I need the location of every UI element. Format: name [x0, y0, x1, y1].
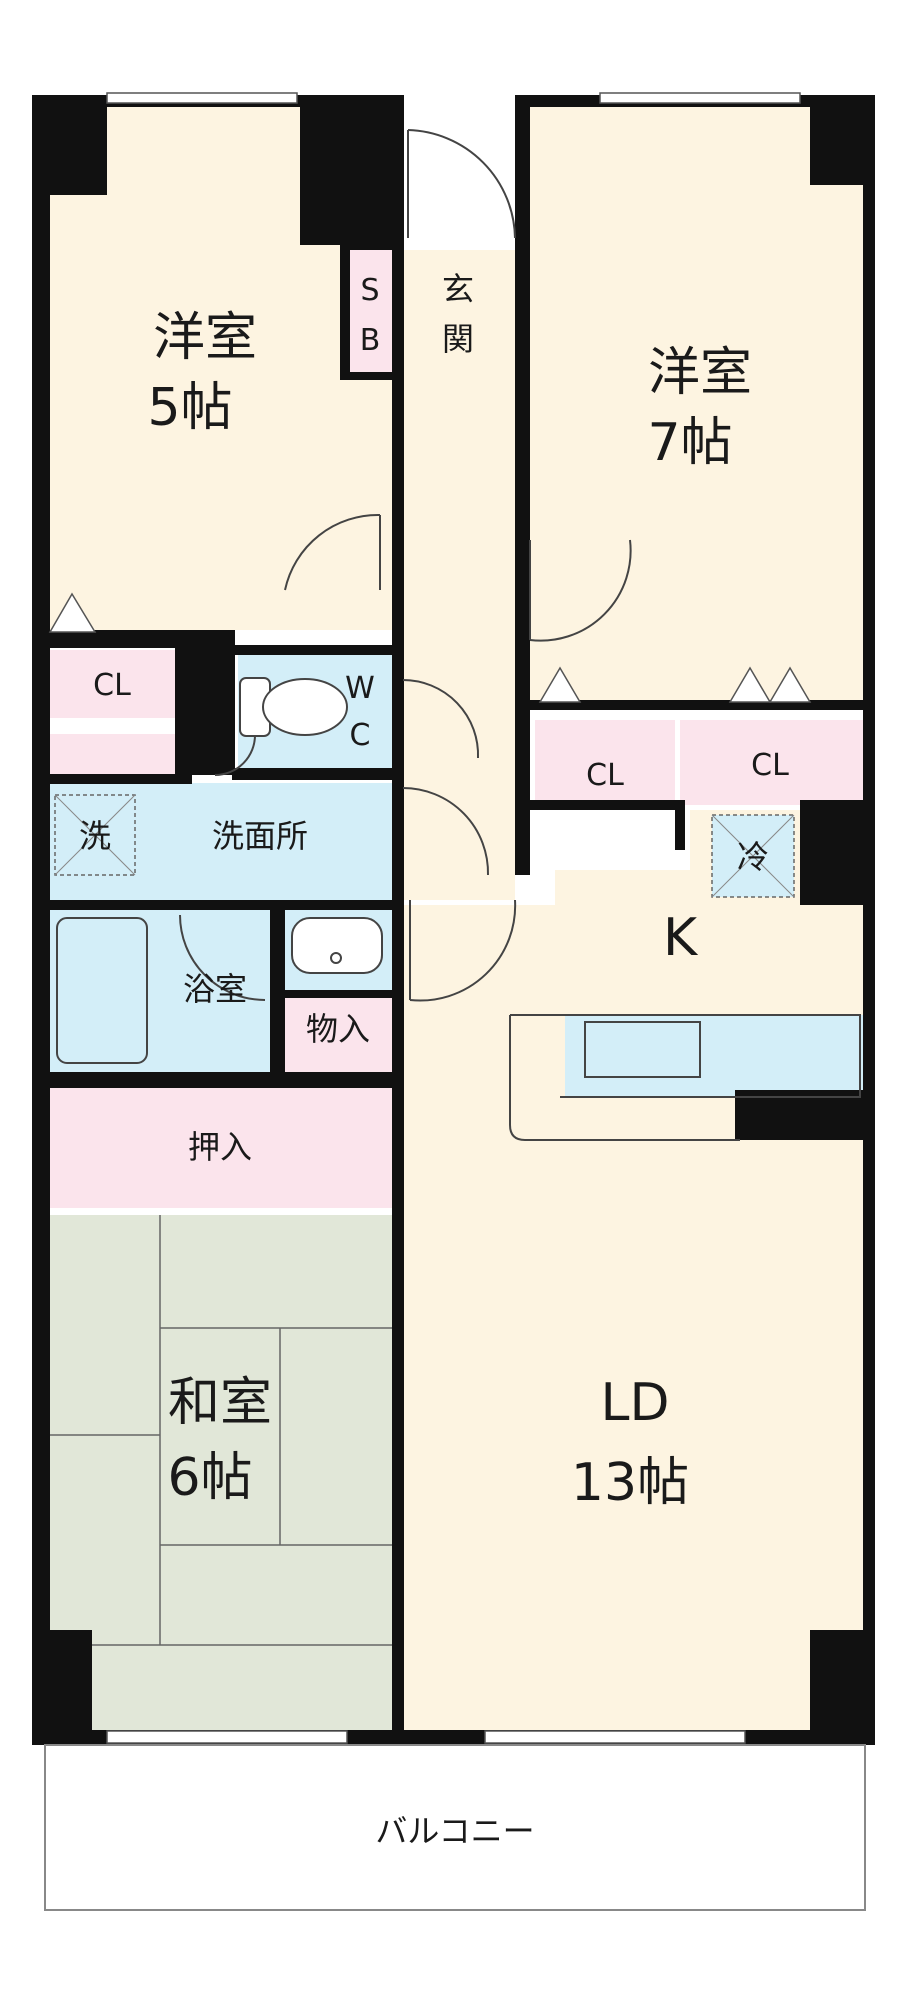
western-room-7-name: 洋室: [648, 343, 752, 403]
closet-right-a-fill: [535, 720, 675, 805]
wc-line1: W: [345, 671, 375, 706]
closet-right-a-label: CL: [586, 758, 624, 793]
washroom-label: 洗面所: [212, 817, 308, 855]
kitchen-sink: [584, 1021, 701, 1078]
washer-box-diag-2: [54, 794, 136, 876]
ld-name: LD: [600, 1373, 669, 1433]
western-room-7-fill: [530, 95, 865, 705]
oshiire-label: 押入: [188, 1128, 252, 1166]
closet-left-small-fill: [50, 734, 175, 774]
storage-label: 物入: [306, 1010, 370, 1048]
shoe-box-fill: [345, 250, 395, 375]
bathtub-fixture: [56, 917, 148, 1064]
fridge-label: 冷: [737, 838, 769, 876]
western-room-7-size: 7帖: [647, 413, 732, 473]
closet-left-label: CL: [93, 668, 131, 703]
japanese-room-size: 6帖: [167, 1448, 252, 1508]
ldk-fill: [403, 810, 865, 1740]
washroom-fill: [50, 783, 393, 903]
washer-label: 洗: [79, 817, 111, 855]
closet-right-b-label: CL: [751, 748, 789, 783]
balcony-outline: [44, 1744, 866, 1911]
door-swings: [179, 129, 632, 1002]
closet-right-b-fill: [680, 720, 865, 805]
entrance-line2: 関: [442, 320, 474, 358]
entrance-fill: [403, 250, 515, 380]
balcony-label: バルコニー: [375, 1812, 534, 1850]
washer-box: [54, 794, 136, 876]
japanese-room-name: 和室: [168, 1373, 272, 1433]
hall-fill: [403, 370, 515, 900]
shoe-box-b: B: [360, 323, 381, 358]
oshiire-fill: [50, 1088, 393, 1208]
tatami-lines: [50, 1215, 393, 1646]
washbasin-fixture: [291, 917, 383, 974]
closet-triangles: [48, 592, 812, 703]
wc-line2: C: [350, 718, 371, 753]
shoe-box-s: S: [360, 273, 379, 308]
western-room-5-size: 5帖: [147, 378, 232, 438]
toilet-fixture: [239, 677, 348, 737]
storage-fill: [285, 995, 393, 1072]
japanese-room-fill: [50, 1215, 393, 1735]
kitchen-counter-outline: [509, 1014, 861, 1141]
bathroom-label: 浴室: [183, 970, 247, 1008]
walls: [32, 95, 875, 1745]
entrance-line1: 玄: [442, 270, 474, 308]
closet-left-fill: [50, 650, 175, 718]
western-room-5-name: 洋室: [153, 308, 257, 368]
windows: [106, 92, 801, 1744]
kitchen-label: K: [663, 908, 699, 968]
fridge-box-diag-2: [711, 814, 795, 898]
ld-size: 13帖: [571, 1453, 689, 1513]
